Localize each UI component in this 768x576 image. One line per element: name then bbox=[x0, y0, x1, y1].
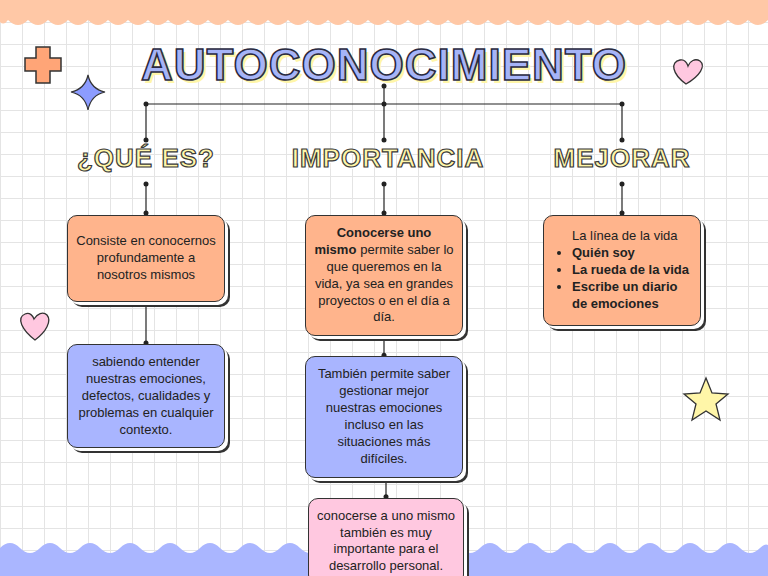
plus-shape bbox=[25, 47, 61, 83]
text-box: También permite saber gestionar mejor nu… bbox=[305, 356, 463, 477]
star-shape bbox=[71, 75, 105, 110]
heart-shape bbox=[674, 60, 703, 84]
column-heading: IMPORTANCIA bbox=[292, 143, 485, 174]
item-list: La línea de la vidaQuién soyLa rueda de … bbox=[552, 228, 692, 312]
star-shape bbox=[684, 378, 728, 420]
box-text: Conocerse uno mismopermite saber lo que … bbox=[314, 225, 454, 326]
top-wave-band bbox=[0, 0, 768, 25]
list-item: Escribe un diario de emociones bbox=[572, 279, 692, 313]
list-item: La rueda de la vida bbox=[572, 262, 692, 279]
tree-lines bbox=[146, 86, 622, 213]
box-text: conocerse a uno mismo también es muy imp… bbox=[317, 508, 455, 576]
list-item: Quién soy bbox=[572, 245, 692, 262]
text-box: conocerse a uno mismo también es muy imp… bbox=[308, 498, 464, 576]
list-item: La línea de la vida bbox=[572, 228, 692, 245]
box-text: Consiste en conocernos profundamente a n… bbox=[76, 233, 216, 284]
connector bbox=[384, 476, 389, 499]
text-box: La línea de la vidaQuién soyLa rueda de … bbox=[543, 215, 701, 326]
heart-shape bbox=[21, 313, 49, 340]
column-heading: ¿QUÉ ES? bbox=[77, 143, 215, 174]
box-text: sabiendo entender nuestras emociones, de… bbox=[76, 354, 216, 438]
diagram-title: AUTOCONOCIMIENTO bbox=[0, 40, 768, 90]
line-dots bbox=[144, 84, 625, 216]
column-heading: MEJORAR bbox=[553, 143, 690, 174]
text-box: Consiste en conocernos profundamente a n… bbox=[67, 215, 225, 302]
text-box: Conocerse uno mismopermite saber lo que … bbox=[305, 215, 463, 336]
connector bbox=[382, 335, 387, 358]
connector bbox=[144, 301, 149, 346]
box-text: También permite saber gestionar mejor nu… bbox=[314, 366, 454, 467]
text-box: sabiendo entender nuestras emociones, de… bbox=[67, 344, 225, 448]
